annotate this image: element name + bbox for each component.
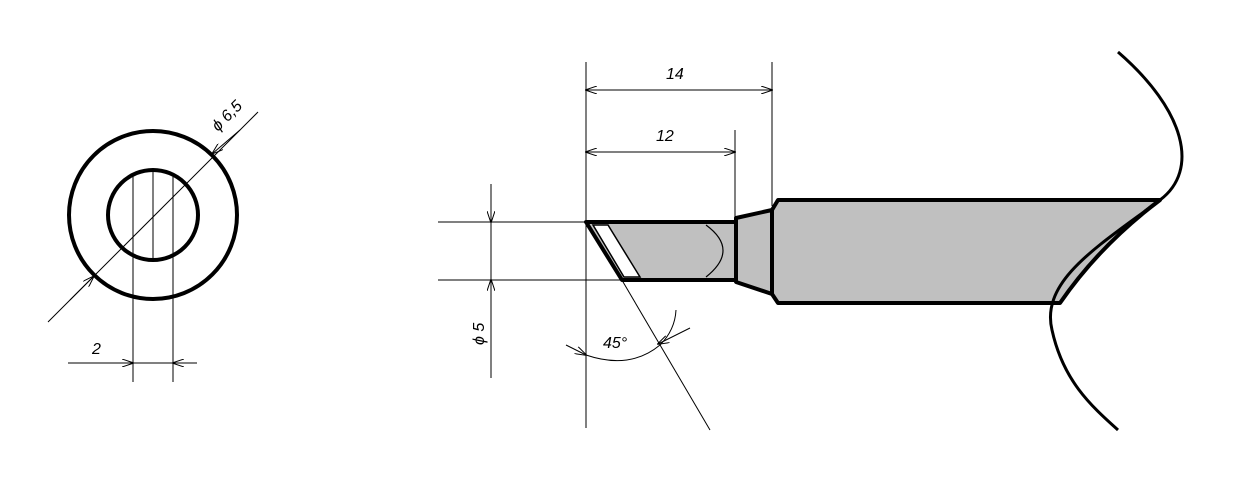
side-view: 14 12 ϕ 5 45°: [438, 50, 1184, 432]
angle-label: 45°: [603, 335, 628, 352]
outer-circle: [67, 129, 239, 301]
break-curve: [1049, 50, 1184, 432]
angle-arrow-right: [658, 327, 691, 344]
diameter-arrow-upper: [212, 129, 241, 154]
bevel-ellipse-edge: [705, 224, 724, 278]
hatch-lines: [132, 170, 174, 260]
bevel-face: [591, 224, 642, 278]
angle-extension-line: [615, 269, 711, 431]
front-view: 2 ϕ 6,5: [47, 98, 259, 382]
dimension-12-label: 12: [656, 128, 674, 145]
angle-arc: [585, 309, 677, 362]
angle-arrow-left: [565, 344, 586, 355]
diameter-5-label: ϕ 5: [471, 323, 488, 345]
dimension-14-label: 14: [666, 66, 684, 83]
width-dimension-label: 2: [91, 341, 101, 358]
shank-body: [770, 198, 1162, 305]
diameter-arrow-lower: [69, 276, 94, 301]
cone-transition: [734, 208, 774, 296]
